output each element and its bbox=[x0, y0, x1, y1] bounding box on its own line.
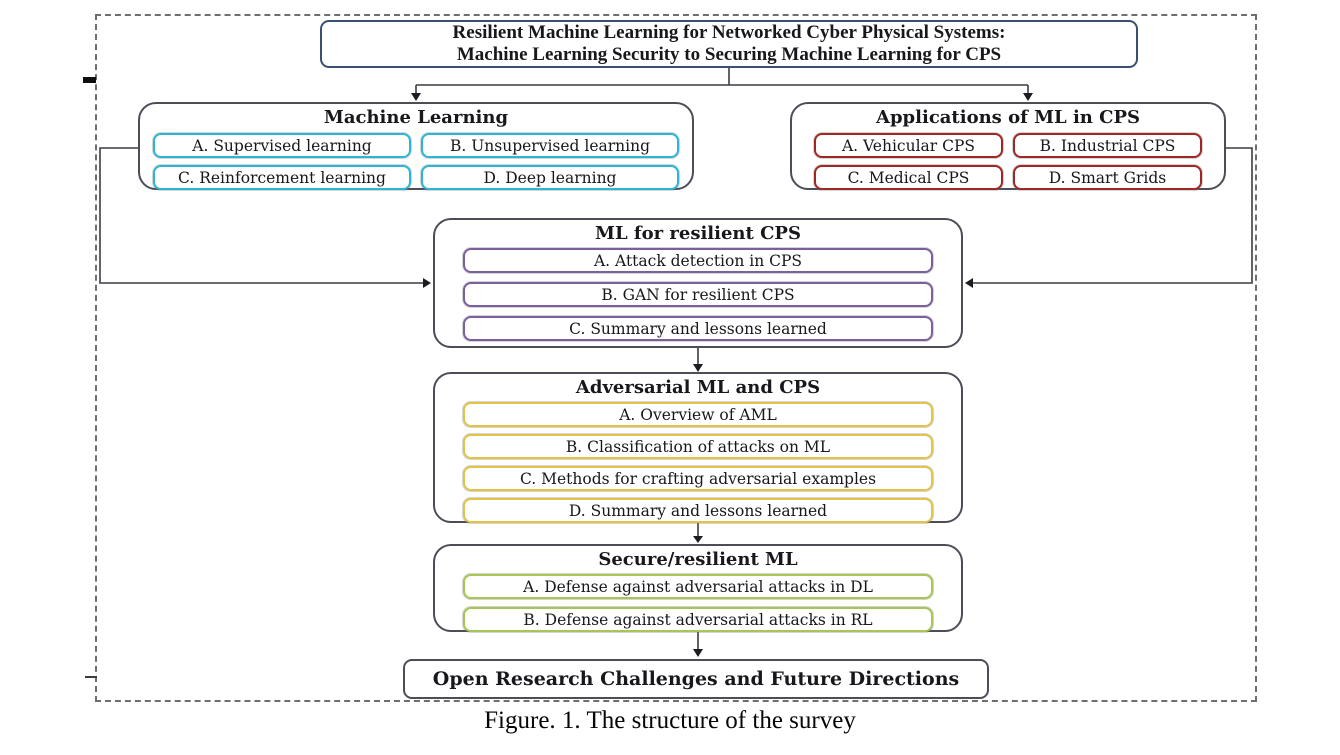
item-crafting-adversarial-examples: C. Methods for crafting adversarial exam… bbox=[463, 466, 933, 491]
left-border-tick-bottom bbox=[85, 676, 97, 678]
group-machine-learning: Machine Learning A. Supervised learning … bbox=[138, 102, 694, 190]
group-secure-resilient-ml: Secure/resilient ML A. Defense against a… bbox=[433, 544, 963, 632]
applications-items: A. Vehicular CPS B. Industrial CPS C. Me… bbox=[792, 133, 1224, 190]
survey-title-box: Resilient Machine Learning for Networked… bbox=[320, 20, 1138, 68]
item-defense-dl: A. Defense against adversarial attacks i… bbox=[463, 574, 933, 599]
resilient-items: A. Attack detection in CPS B. GAN for re… bbox=[463, 248, 933, 341]
item-attack-detection: A. Attack detection in CPS bbox=[463, 248, 933, 273]
left-border-tick-top bbox=[83, 77, 96, 83]
item-defense-rl: B. Defense against adversarial attacks i… bbox=[463, 607, 933, 632]
item-vehicular-cps: A. Vehicular CPS bbox=[814, 133, 1003, 158]
item-overview-aml: A. Overview of AML bbox=[463, 402, 933, 427]
item-unsupervised-learning: B. Unsupervised learning bbox=[421, 133, 679, 158]
adversarial-items: A. Overview of AML B. Classification of … bbox=[463, 402, 933, 523]
group-adversarial-title: Adversarial ML and CPS bbox=[575, 377, 821, 398]
open-research-label: Open Research Challenges and Future Dire… bbox=[432, 668, 960, 690]
item-adversarial-summary: D. Summary and lessons learned bbox=[463, 498, 933, 523]
group-ml-for-resilient-cps: ML for resilient CPS A. Attack detection… bbox=[433, 218, 963, 348]
group-resilient-title: ML for resilient CPS bbox=[595, 223, 801, 244]
group-secure-title: Secure/resilient ML bbox=[598, 549, 798, 570]
item-supervised-learning: A. Supervised learning bbox=[153, 133, 411, 158]
figure-dashed-frame bbox=[95, 14, 1257, 702]
item-resilient-summary: C. Summary and lessons learned bbox=[463, 316, 933, 341]
open-research-box: Open Research Challenges and Future Dire… bbox=[403, 659, 989, 699]
item-gan-resilient-cps: B. GAN for resilient CPS bbox=[463, 282, 933, 307]
item-deep-learning: D. Deep learning bbox=[421, 165, 679, 190]
figure-caption: Figure. 1. The structure of the survey bbox=[484, 707, 856, 734]
group-machine-learning-title: Machine Learning bbox=[323, 107, 509, 128]
machine-learning-items: A. Supervised learning B. Unsupervised l… bbox=[140, 133, 692, 190]
secure-items: A. Defense against adversarial attacks i… bbox=[463, 574, 933, 632]
survey-title-line2: Machine Learning Security to Securing Ma… bbox=[456, 44, 1002, 65]
group-applications-title: Applications of ML in CPS bbox=[876, 107, 1140, 128]
item-classification-attacks: B. Classification of attacks on ML bbox=[463, 434, 933, 459]
item-reinforcement-learning: C. Reinforcement learning bbox=[153, 165, 411, 190]
item-industrial-cps: B. Industrial CPS bbox=[1013, 133, 1202, 158]
survey-title-line1: Resilient Machine Learning for Networked… bbox=[452, 22, 1006, 43]
group-adversarial-ml-and-cps: Adversarial ML and CPS A. Overview of AM… bbox=[433, 372, 963, 523]
group-applications-of-ml: Applications of ML in CPS A. Vehicular C… bbox=[790, 102, 1226, 190]
item-medical-cps: C. Medical CPS bbox=[814, 165, 1003, 190]
item-smart-grids: D. Smart Grids bbox=[1013, 165, 1202, 190]
